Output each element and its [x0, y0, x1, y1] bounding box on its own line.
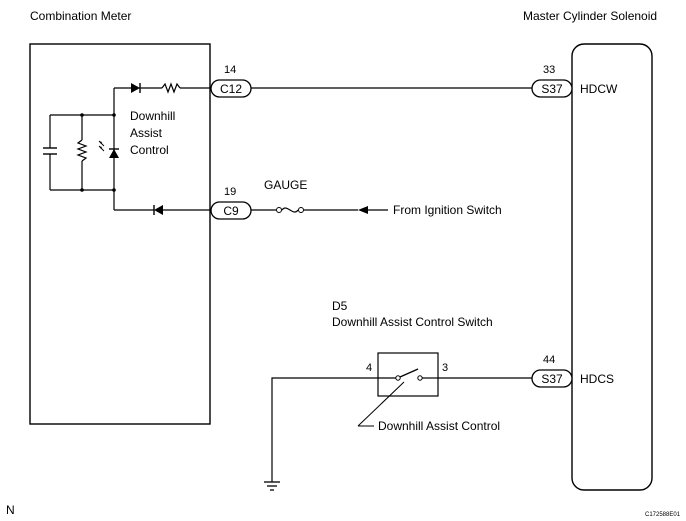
fuse-terminal-right [298, 207, 304, 213]
c9-pin-number: 19 [224, 186, 236, 198]
s37-top-pin-number: 33 [543, 64, 555, 76]
corner-mark: N [6, 503, 15, 517]
fuse-terminal-left [276, 207, 282, 213]
combination-meter-title: Combination Meter [30, 9, 131, 23]
indicator-label-line3: Control [130, 143, 169, 157]
ignition-arrow [358, 206, 368, 214]
ground-icon [264, 481, 280, 491]
gauge-fuse-element [281, 207, 299, 213]
switch-housing [377, 352, 439, 397]
master-cylinder-solenoid-box [571, 43, 653, 491]
switch-contact-left [395, 375, 401, 381]
switch-callout-label: Downhill Assist Control [378, 419, 500, 433]
switch-blade [399, 368, 419, 378]
switch-pin-right: 3 [442, 362, 448, 374]
s37-bottom-connector [531, 369, 573, 388]
switch-code: D5 [332, 299, 348, 313]
from-ignition-label: From Ignition Switch [393, 203, 502, 217]
c12-code: C12 [220, 82, 242, 96]
indicator-label-line1: Downhill [130, 109, 175, 123]
c9-code: C9 [223, 204, 239, 218]
s37-bottom-code: S37 [541, 372, 563, 386]
s37-bottom-pin-number: 44 [543, 354, 555, 366]
switch-name: Downhill Assist Control Switch [332, 315, 493, 329]
switch-pin-left: 4 [366, 362, 372, 374]
combination-meter-box [29, 43, 211, 425]
indicator-label-line2: Assist [130, 126, 163, 140]
s37-top-connector [531, 79, 573, 98]
master-cylinder-solenoid-title: Master Cylinder Solenoid [523, 9, 657, 23]
hdcw-terminal: HDCW [580, 82, 618, 96]
hdcs-terminal: HDCS [580, 372, 614, 386]
switch-contact-right [417, 375, 423, 381]
s37-top-code: S37 [541, 82, 563, 96]
meter-internal-circuit [43, 82, 210, 215]
c12-pin-number: 14 [224, 64, 236, 76]
switch-callout-leader [357, 381, 405, 427]
gauge-fuse-label: GAUGE [264, 178, 307, 192]
wire-switch-ground [271, 377, 378, 482]
figure-id: C172588E01 [645, 512, 681, 518]
